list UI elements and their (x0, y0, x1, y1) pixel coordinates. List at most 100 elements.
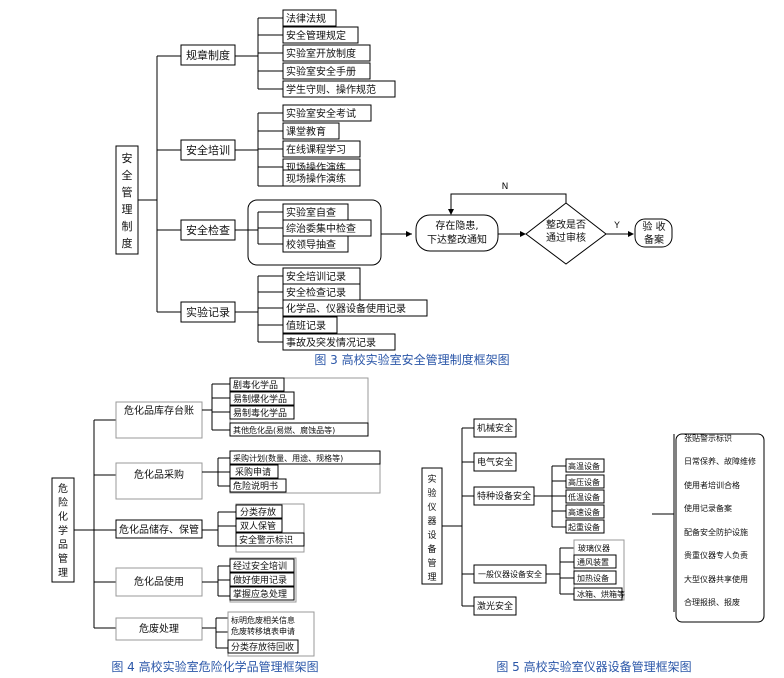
fig5-leaf-label: 通风装置 (577, 557, 609, 567)
fig4-leaf-box (229, 558, 295, 573)
fig5-leaf-box (573, 587, 623, 601)
figure-4: 危 险 化 学 品 管 理 危化品库存台账 剧毒化学品 易制爆化学品 易制毒化学… (51, 377, 381, 674)
fig5-leaf-box (565, 519, 605, 534)
fig4-leaf-label: 采购计划(数量、用途、规格等) (233, 453, 343, 463)
fig3-leaf-box (282, 26, 359, 44)
fig3-accept-line2: 备案 (644, 233, 664, 246)
fig5-leaf-label: 高压设备 (568, 477, 600, 487)
fig3-leaf-box (282, 333, 396, 351)
fig3-root-char: 度 (122, 236, 133, 250)
fig3-root-char: 全 (122, 168, 133, 182)
fig3-leaf-box (282, 169, 361, 187)
fig5-measure: 使用者培训合格 (684, 480, 740, 490)
fig3-leaf-label: 实验室自查 (286, 206, 336, 219)
fig3-leaf-label: 实验室开放制度 (286, 47, 356, 60)
fig5-root-char: 设 (427, 530, 436, 541)
fig4-branch-label: 危废处理 (139, 622, 179, 635)
fig4-leaf-box (235, 504, 283, 519)
fig3-accept-box (634, 218, 673, 248)
fig3-accept-line1: 验 收 (642, 220, 665, 233)
fig3-branch-label: 规章制度 (186, 48, 230, 62)
fig4-root-char: 危 (58, 483, 68, 495)
fig3-leaf-label: 值班记录 (286, 319, 326, 332)
fig3-leaf-label: 学生守则、操作规范 (286, 83, 376, 96)
fig5-root-char: 验 (427, 487, 436, 499)
fig3-inspection-group (247, 199, 382, 266)
fig4-leaf-box (229, 586, 295, 601)
fig3-leaf-box (282, 122, 340, 140)
fig3-leaf-box (282, 140, 361, 158)
fig5-branch-box (473, 596, 517, 616)
fig4-leaf-label: 分类存放待回收 (231, 641, 294, 653)
fig5-leaf-label: 起重设备 (568, 522, 600, 532)
fig5-branch-label: 机械安全 (477, 422, 513, 434)
fig4-branch-label: 危化品库存台账 (124, 404, 194, 417)
fig5-measure: 配备安全防护设施 (684, 527, 748, 537)
fig4-leaf-box (229, 405, 295, 420)
fig5-measure: 大型仪器共享使用 (684, 574, 748, 584)
fig5-leaf-label: 冰箱、烘箱等 (577, 589, 625, 599)
fig5-leaf-label: 加热设备 (577, 573, 609, 583)
fig4-leaf-label: 剧毒化学品 (233, 379, 278, 391)
fig4-leaf-label: 易制毒化学品 (233, 407, 287, 419)
fig5-root-char: 管 (427, 557, 436, 569)
fig5-branch-label: 电气安全 (477, 456, 513, 468)
fig5-leaf-box (565, 504, 605, 519)
fig3-leaf-label: 法律法规 (286, 12, 326, 25)
fig3-branch-label: 安全检查 (186, 223, 230, 237)
fig5-measure: 张贴警示标识 (684, 433, 732, 443)
fig3-leaf-label: 在线课程学习 (286, 143, 346, 156)
fig3-leaf-label: 事故及突发情况记录 (286, 336, 376, 349)
arrowhead-icon (520, 231, 526, 237)
fig5-leaf-box (565, 458, 605, 473)
fig4-leaf-label: 经过安全培训 (233, 560, 287, 572)
fig3-root-text: 安 全 管 理 制 度 (122, 151, 133, 250)
fig4-branch-box (115, 462, 203, 500)
fig3-leaf-label: 化学品、仪器设备使用记录 (286, 302, 406, 315)
fig3-leaf-label: 综治委集中检查 (286, 222, 356, 235)
fig5-root-char: 器 (427, 516, 436, 527)
arrowhead-icon (628, 231, 634, 237)
fig4-leaf-label: 双人保管 (240, 520, 276, 532)
fig3-root-char: 管 (122, 185, 133, 199)
fig3-leaf-label: 校领导抽查 (286, 238, 336, 251)
fig4-leaf-box (229, 422, 369, 437)
fig4-root-char: 理 (58, 567, 68, 579)
fig3-root-char: 理 (122, 203, 133, 216)
fig3-branch-label: 实验记录 (186, 305, 230, 319)
fig5-measure: 使用记录备案 (684, 503, 732, 513)
fig3-leaf-label: 实验室安全考试 (286, 107, 356, 120)
fig4-branch-box (115, 401, 203, 439)
fig4-leaf-label: 危险说明书 (233, 480, 278, 492)
fig3-leaf-box (282, 316, 338, 334)
figure-3: 安 全 管 理 制 度 规章制度 法律法规 安全管理规定 实验室开放制度 实验室… (115, 9, 673, 367)
fig4-root-char: 险 (58, 496, 68, 509)
fig5-leaf-label: 低温设备 (568, 492, 600, 502)
fig4-root-char: 学 (58, 524, 68, 537)
fig4-leaf-label: 采购申请 (235, 466, 271, 478)
fig3-leaf-box (282, 299, 428, 317)
fig3-leaf-label: 课堂教育 (286, 125, 326, 138)
fig4-leaf-box (235, 518, 283, 533)
fig5-leaf-box (573, 554, 617, 569)
fig3-decision-line1: 整改是否 (546, 218, 586, 231)
fig4-leaf-box (229, 572, 295, 587)
fig3-leaf-label: 安全培训记录 (286, 270, 346, 283)
fig3-notice-line2: 下达整改通知 (427, 233, 487, 246)
fig5-caption: 图 5 高校实验室仪器设备管理框架图 (496, 659, 691, 674)
arrowhead-icon (448, 209, 454, 215)
fig5-root-char: 备 (427, 543, 436, 555)
fig4-root-text: 危 险 化 学 品 管 理 (58, 483, 68, 579)
fig3-leaf-label: 现场操作演练 (286, 172, 346, 185)
fig4-branch-box (115, 567, 203, 597)
fig5-measure: 日常保养、故障维修 (684, 456, 756, 466)
fig4-leaf-box (229, 377, 285, 392)
fig4-root-char: 化 (58, 510, 68, 523)
fig5-leaf-label: 高速设备 (568, 507, 600, 517)
fig4-caption: 图 4 高校实验室危险化学品管理框架图 (111, 659, 318, 674)
fig5-branch-label: 一般仪器设备安全 (478, 569, 542, 579)
fig5-measures-box (675, 433, 765, 623)
fig5-measure: 贵重仪器专人负责 (684, 550, 748, 560)
fig5-branch-label: 激光安全 (477, 600, 513, 612)
